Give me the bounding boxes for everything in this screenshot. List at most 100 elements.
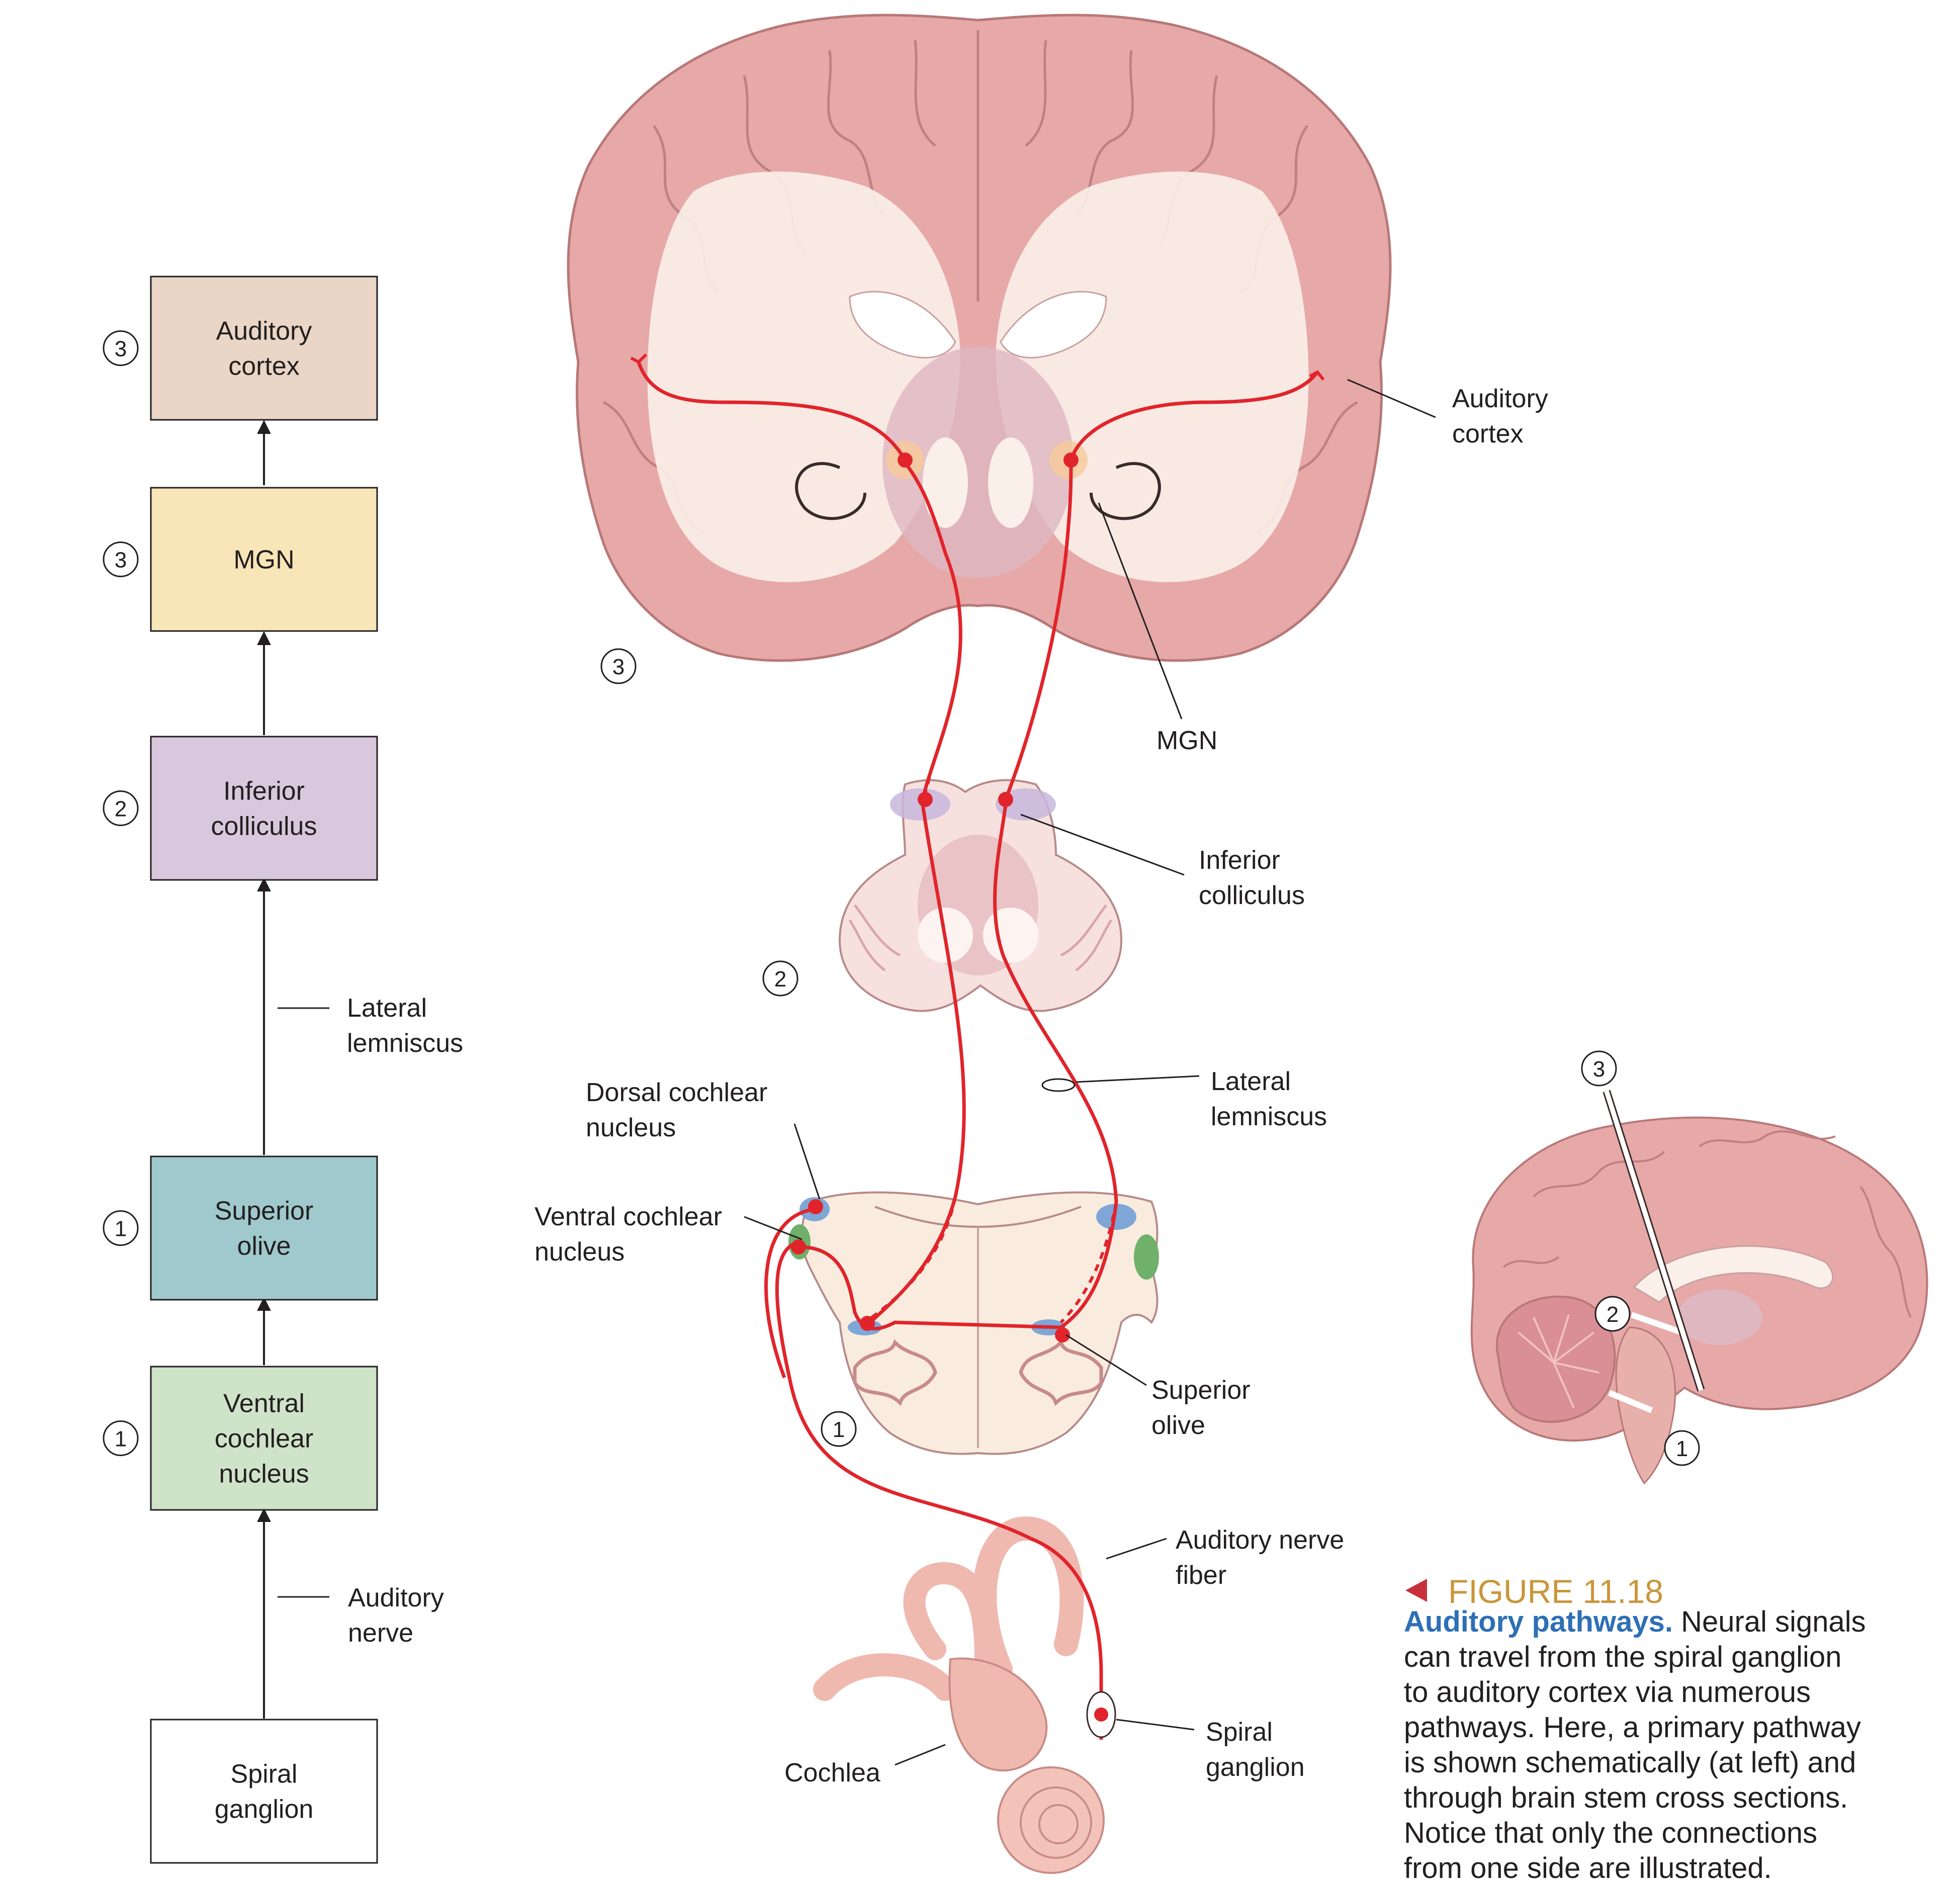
auditory-nerve-connector-label: Auditory nerve [348, 1583, 451, 1648]
synapse-so-right [1055, 1327, 1070, 1342]
thalamus-white-left [923, 437, 968, 528]
path-ganglion-to-nerve [1030, 1537, 1103, 1740]
anatomy-labels: Auditory cortex MGN Inferior colliculus … [534, 384, 1555, 1787]
flow-step-number: 1 [115, 1217, 127, 1241]
flow-step-circle [103, 790, 139, 826]
section-number-medulla: 1 [821, 1411, 857, 1447]
vestibule [948, 1657, 1048, 1772]
inferior-olive-left [853, 1339, 937, 1406]
flow-box-rect [150, 1155, 378, 1301]
flow-box-rect [150, 736, 378, 881]
inset-plane-number-3: 3 [1581, 1050, 1617, 1087]
inset-section-planes [1603, 1090, 1704, 1413]
label-mgn: MGN [1156, 726, 1217, 755]
flow-step-circle [103, 330, 139, 366]
spiral-ganglion-nucleus [1094, 1708, 1108, 1722]
svg-text:2: 2 [1607, 1302, 1619, 1327]
path-vcn-to-so [799, 1245, 1061, 1330]
hippocampus-left [795, 462, 866, 520]
semicircular-canal-posterior [903, 1562, 997, 1670]
pathway-dashed-segments [864, 764, 1118, 1324]
path-ic-left-to-mgn [904, 461, 962, 800]
synapse-dcn [808, 1199, 823, 1214]
midbrain-striations [848, 904, 1113, 971]
inferior-olive-right [1019, 1339, 1103, 1406]
medulla-outline [801, 1191, 1159, 1455]
thalamus-white-right [988, 437, 1033, 528]
thalamus [882, 347, 1074, 578]
coronal-brain-section [567, 14, 1392, 662]
label-spiral-ganglion: Spiral ganglion [1206, 1718, 1305, 1782]
flow-step-number: 1 [115, 1427, 127, 1452]
white-matter-left [647, 171, 960, 582]
ventral-cochlear-right-highlight [1134, 1234, 1159, 1280]
flow-box-rect [150, 487, 378, 632]
label-auditory-nerve-fiber: Auditory nerve fiber [1176, 1525, 1352, 1590]
midbrain-section [838, 779, 1123, 1012]
flow-step-number: 3 [115, 337, 127, 362]
inset-corpus-callosum [1633, 1245, 1834, 1303]
synapse-mgn-left [898, 453, 913, 468]
lateral-lemniscus-marker [1041, 1078, 1076, 1092]
flow-step-number: 2 [115, 797, 127, 822]
synapse-mgn-right [1063, 453, 1079, 468]
cochlea-spiral-inner [1038, 1804, 1079, 1844]
flow-step-circle [103, 542, 139, 577]
flow-box-rect [150, 1366, 378, 1511]
flowchart: Lateral lemniscus Auditory nerve Auditor… [103, 276, 463, 1864]
path-so-left-ascending [863, 804, 966, 1329]
flow-step-circle [103, 1210, 139, 1246]
label-dorsal-cochlear-nucleus: Dorsal cochlear nucleus [586, 1078, 775, 1142]
lateral-ventricle-left [849, 291, 956, 358]
flow-box-rect [150, 1719, 378, 1864]
inset-cerebellum-folia [1518, 1314, 1599, 1408]
figure-arrow-icon [1405, 1579, 1427, 1602]
label-inferior-colliculus: Inferior colliculus [1199, 846, 1305, 910]
inset-section-planes-outline [1602, 1090, 1705, 1392]
synapse-ic-right [998, 792, 1013, 807]
auditory-pathway [637, 361, 1319, 1740]
inset-thalamus [1677, 1290, 1762, 1345]
label-auditory-cortex: Auditory cortex [1452, 384, 1555, 448]
lateral-lemniscus-connector-label: Lateral lemniscus [347, 994, 463, 1058]
figure-caption: FIGURE 11.18 Auditory pathways. Neural s… [1404, 1573, 1874, 1884]
cochlea-illustration [813, 1516, 1105, 1874]
section-numbers: 3 2 1 [600, 648, 857, 1447]
section-number-midbrain: 2 [762, 960, 798, 997]
synapse-ic-left [918, 792, 933, 807]
dorsal-cochlear-right-highlight [1096, 1204, 1136, 1230]
path-mgn-left-to-cortex [637, 361, 907, 461]
medulla-section [788, 1191, 1159, 1455]
white-matter-right [996, 171, 1309, 582]
svg-text:2: 2 [774, 967, 786, 992]
flow-step-circle [103, 1420, 139, 1456]
synapse-dots [791, 453, 1079, 1342]
svg-text:3: 3 [1593, 1057, 1605, 1082]
svg-text:1: 1 [1676, 1436, 1688, 1461]
label-ventral-cochlear-nucleus: Ventral cochlear nucleus [534, 1202, 729, 1267]
flow-box-label: MGN [233, 546, 294, 575]
label-cochlea: Cochlea [784, 1758, 880, 1787]
path-ic-right-to-mgn [1004, 462, 1073, 800]
cochlea-spiral-mid [1020, 1786, 1092, 1859]
anatomy-leader-lines [744, 379, 1436, 1766]
path-mgn-right-to-cortex [1069, 371, 1319, 461]
label-superior-olive: Superior olive [1151, 1376, 1258, 1440]
figure-number: FIGURE 11.18 [1448, 1573, 1663, 1610]
flow-box-rect [150, 276, 378, 421]
semicircular-canal-lateral [813, 1653, 957, 1701]
semicircular-canal-upper [972, 1516, 1084, 1681]
synapse-so-left [860, 1316, 875, 1331]
caption-text: Auditory pathways. Neural signals can tr… [1404, 1605, 1874, 1884]
cortex-terminals [630, 353, 1325, 381]
